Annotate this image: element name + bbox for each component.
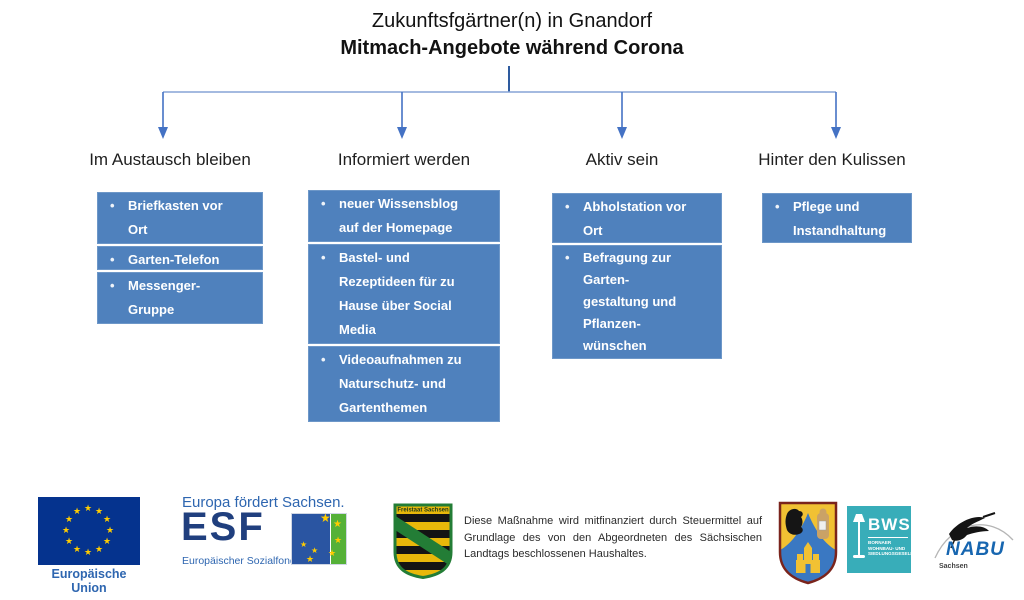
star-icon: ★ (333, 519, 342, 530)
star-icon: ★ (65, 514, 74, 524)
bullet-icon: • (110, 198, 115, 213)
esf-acronym: ESF (181, 505, 265, 549)
star-icon: ★ (106, 525, 115, 535)
arrow-down-icon (617, 127, 627, 139)
offer-text: Garten-Telefon (128, 252, 220, 267)
bws-acronym: BWS (868, 515, 911, 534)
offer-text: Befragung zur Garten- gestaltung und Pfl… (583, 250, 677, 353)
offer-text: Videoaufnahmen zu Naturschutz- und Garte… (339, 352, 462, 415)
esf-tagline: Europa fördert Sachsen. (182, 494, 345, 511)
arrow-down-icon (831, 127, 841, 139)
star-icon: ★ (73, 506, 82, 516)
offer-box: • Bastel- und Rezeptideen für zu Hause ü… (308, 244, 500, 344)
bullet-icon: • (110, 252, 115, 267)
nabu-name: NABU (946, 539, 1005, 560)
arrow-down-icon (158, 127, 168, 139)
offer-text: neuer Wissensblog auf der Homepage (339, 196, 459, 235)
star-icon: ★ (306, 554, 315, 564)
bullet-icon: • (321, 196, 326, 211)
bullet-icon: • (775, 199, 780, 214)
esf-subtitle: Europäischer Sozialfonds (182, 555, 302, 567)
offer-box: • Abholstation vor Ort (552, 193, 722, 243)
offer-box: • Garten-Telefon (97, 246, 263, 270)
star-icon: ★ (65, 536, 74, 546)
offer-box: • Briefkasten vor Ort (97, 192, 263, 244)
offer-box: • Pflege und Instandhaltung (762, 193, 912, 243)
offer-text: Bastel- und Rezeptideen für zu Hause übe… (339, 250, 455, 337)
star-icon: ★ (95, 506, 104, 516)
arrow-down-icon (397, 127, 407, 139)
star-icon: ★ (320, 511, 331, 525)
esf-flag-blue-field (292, 514, 330, 564)
offer-text: Abholstation vor Ort (583, 199, 687, 238)
nabu-logo: NABU Sachsen (931, 506, 1019, 574)
offer-box: • Videoaufnahmen zu Naturschutz- und Gar… (308, 346, 500, 422)
offer-box: • Messenger- Gruppe (97, 272, 263, 324)
star-icon: ★ (300, 540, 308, 549)
page-title: Zukunftsfgärtner(n) in Gnandorf Mitmach-… (0, 8, 1024, 62)
star-icon: ★ (73, 544, 82, 554)
offer-text: Pflege und Instandhaltung (793, 199, 887, 238)
offer-box: • Befragung zur Garten- gestaltung und P… (552, 245, 722, 359)
saxony-coat-of-arms: Freistaat Sachsen (393, 503, 453, 580)
eu-flag: ★ ★ ★ ★ ★ ★ ★ ★ ★ ★ ★ ★ (38, 497, 140, 565)
bws-logo: BWS BORNAER WOHNBAU- UND SIEDLUNGSGESELL… (847, 506, 932, 573)
nabu-region: Sachsen (939, 563, 968, 570)
borna-lion-icon (785, 508, 803, 535)
offer-text: Briefkasten vor Ort (128, 198, 223, 237)
star-icon: ★ (103, 514, 112, 524)
bws-subtitle: BORNAER WOHNBAU- UND SIEDLUNGSGESELLSCHA… (868, 537, 932, 557)
esf-flag-icon: ★ ★ ★ ★ ★ ★ ★ (291, 511, 347, 565)
star-icon: ★ (84, 503, 93, 513)
star-icon: ★ (95, 544, 104, 554)
column-header-austausch: Im Austausch bleiben (89, 150, 251, 169)
saxony-arms-label: Freistaat Sachsen (397, 508, 449, 514)
page-title-line1: Zukunftsfgärtner(n) in Gnandorf (371, 10, 653, 32)
star-icon: ★ (334, 535, 343, 545)
star-icon: ★ (328, 548, 337, 558)
bullet-icon: • (321, 250, 326, 265)
star-icon: ★ (311, 546, 319, 555)
page-title-line2: Mitmach-Angebote während Corona (340, 37, 684, 59)
star-icon: ★ (62, 525, 71, 535)
star-icon: ★ (84, 547, 93, 557)
eu-caption: Europäische Union (51, 567, 127, 595)
borna-coat-of-arms (778, 501, 838, 585)
offer-box: • neuer Wissensblog auf der Homepage (308, 190, 500, 242)
bullet-icon: • (321, 352, 326, 367)
bullet-icon: • (565, 199, 570, 214)
bullet-icon: • (565, 250, 570, 265)
bullet-icon: • (110, 278, 115, 293)
column-header-kulissen: Hinter den Kulissen (758, 150, 906, 169)
column-header-informiert: Informiert werden (337, 150, 471, 169)
column-header-aktiv: Aktiv sein (585, 150, 659, 169)
star-icon: ★ (103, 536, 112, 546)
esf-flag-green-stripe (331, 514, 346, 564)
offer-text: Messenger- Gruppe (128, 278, 201, 317)
funding-note: Diese Maßnahme wird mitfinanziert durch … (464, 515, 762, 560)
nabu-stork-icon (934, 512, 1014, 559)
